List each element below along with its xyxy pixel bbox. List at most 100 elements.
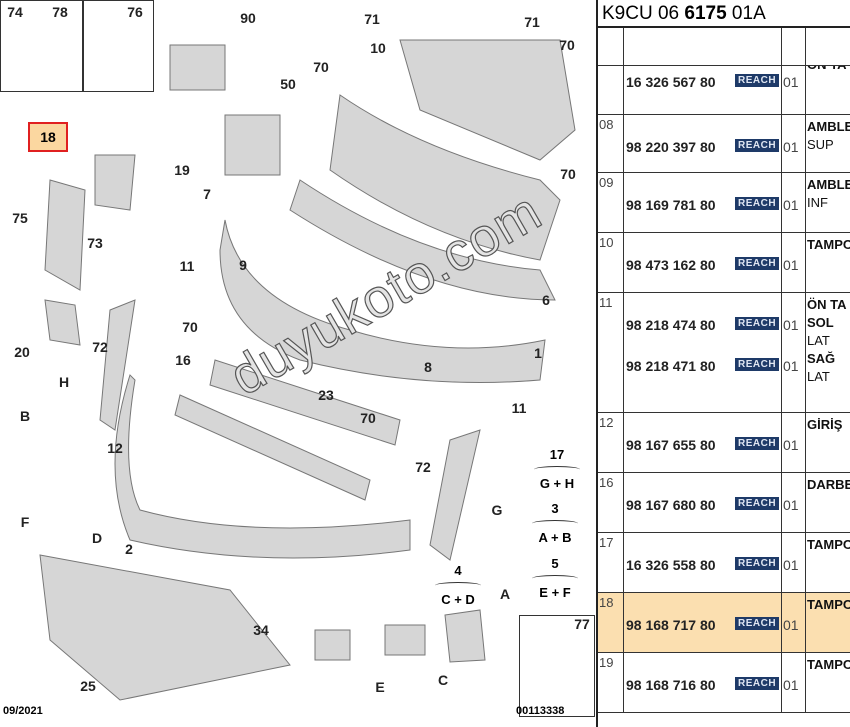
part-skid-plate-shape (39, 554, 291, 701)
part-reference[interactable]: 98 218 474 80 (626, 317, 716, 333)
callout-H[interactable]: H (58, 374, 70, 390)
callout-20[interactable]: 20 (14, 344, 30, 360)
desc-line: LAT (807, 333, 830, 348)
callout-9[interactable]: 9 (239, 257, 247, 273)
desc-line: ÖN TA (807, 297, 847, 312)
row-index: 12 (598, 413, 624, 472)
callout-23[interactable]: 23 (318, 387, 334, 403)
callout-25[interactable]: 25 (80, 678, 96, 694)
quantity: 01 (783, 317, 799, 333)
callout-90[interactable]: 90 (240, 10, 256, 26)
callout-70[interactable]: 70 (313, 59, 329, 75)
callout-F[interactable]: F (20, 514, 30, 530)
part-reference[interactable]: 98 168 716 80 (626, 677, 716, 693)
quantity: 01 (783, 617, 799, 633)
reach-badge: REACH (735, 257, 780, 270)
callout-77[interactable]: 77 (574, 616, 590, 632)
callout-16[interactable]: 16 (175, 352, 191, 368)
callout-74[interactable]: 74 (7, 4, 23, 20)
table-blank-row (598, 28, 850, 66)
callout-1[interactable]: 1 (534, 345, 542, 361)
callout-A[interactable]: A (499, 586, 511, 602)
callout-2[interactable]: 2 (125, 541, 133, 557)
desc-line: AMBLE (807, 119, 850, 134)
quantity: 01 (783, 497, 799, 513)
callout-78[interactable]: 78 (52, 4, 68, 20)
desc-line: TAMPO (807, 537, 850, 552)
callout-19[interactable]: 19 (174, 162, 190, 178)
part-20-shape (44, 299, 81, 346)
part-reference[interactable]: 16 326 558 80 (626, 557, 716, 573)
callout-6[interactable]: 6 (542, 292, 550, 308)
callout-50[interactable]: 50 (280, 76, 296, 92)
description: DARBE (805, 473, 850, 532)
callout-34[interactable]: 34 (253, 622, 269, 638)
callout-70[interactable]: 70 (182, 319, 198, 335)
callout-11[interactable]: 11 (179, 258, 195, 274)
part-reference[interactable]: 98 168 717 80 (626, 617, 716, 633)
quantity: 01 (783, 437, 799, 453)
desc-line: TAMPO (807, 237, 850, 252)
callout-11[interactable]: 11 (511, 400, 527, 416)
callout-D[interactable]: D (91, 530, 103, 546)
quantity: 01 (783, 257, 799, 273)
callout-75[interactable]: 75 (12, 210, 28, 226)
part-50-shape (224, 114, 281, 176)
part-reference[interactable]: 98 169 781 80 (626, 197, 716, 213)
callout-73[interactable]: 73 (87, 235, 103, 251)
callout-E[interactable]: E (375, 679, 385, 695)
callout-72[interactable]: 72 (92, 339, 108, 355)
part-grille-support-shape (399, 39, 576, 161)
part-reference[interactable]: 98 167 655 80 (626, 437, 716, 453)
callout-71[interactable]: 71 (364, 11, 380, 27)
callout-72[interactable]: 72 (415, 459, 431, 475)
parts-table: K9CU 06 6175 01A 16 326 567 80 REACH01ÖN… (596, 0, 850, 727)
callout-7[interactable]: 7 (203, 186, 211, 202)
desc-line: TAMPO (807, 597, 850, 612)
row-index (598, 66, 624, 114)
part-72r-shape (429, 429, 481, 561)
callout-C[interactable]: C (437, 672, 449, 688)
part-reference[interactable]: 98 220 397 80 (626, 139, 716, 155)
callout-18-highlighted[interactable]: 18 (28, 122, 68, 152)
callout-70[interactable]: 70 (560, 166, 576, 182)
inset-box-74-78 (0, 0, 84, 92)
row-index: 08 (598, 115, 624, 172)
callout-G[interactable]: G (491, 502, 503, 518)
callout-70[interactable]: 70 (360, 410, 376, 426)
callout-8[interactable]: 8 (424, 359, 432, 375)
desc-line: GİRİŞ (807, 417, 843, 432)
callout-10[interactable]: 10 (370, 40, 386, 56)
callout-70[interactable]: 70 (559, 37, 575, 53)
reach-badge: REACH (735, 497, 780, 510)
part-reference[interactable]: 98 218 471 80 (626, 358, 716, 374)
table-row[interactable]: 16 326 567 80 REACH01ÖN TA (598, 66, 850, 115)
reach-badge: REACH (735, 677, 780, 690)
part-reference[interactable]: 16 326 567 80 (626, 74, 716, 90)
callout-71[interactable]: 71 (524, 14, 540, 30)
description: TAMPO (805, 653, 850, 712)
quantity: 01 (783, 358, 799, 374)
part-fog-left-shape (314, 629, 351, 661)
row-index: 16 (598, 473, 624, 532)
desc-line: SAĞ (807, 351, 836, 366)
callout-76[interactable]: 76 (127, 4, 143, 20)
callout-12[interactable]: 12 (107, 440, 123, 456)
part-reference[interactable]: 98 167 680 80 (626, 497, 716, 513)
callout-B[interactable]: B (19, 408, 31, 424)
part-reference[interactable]: 98 473 162 80 (626, 257, 716, 273)
